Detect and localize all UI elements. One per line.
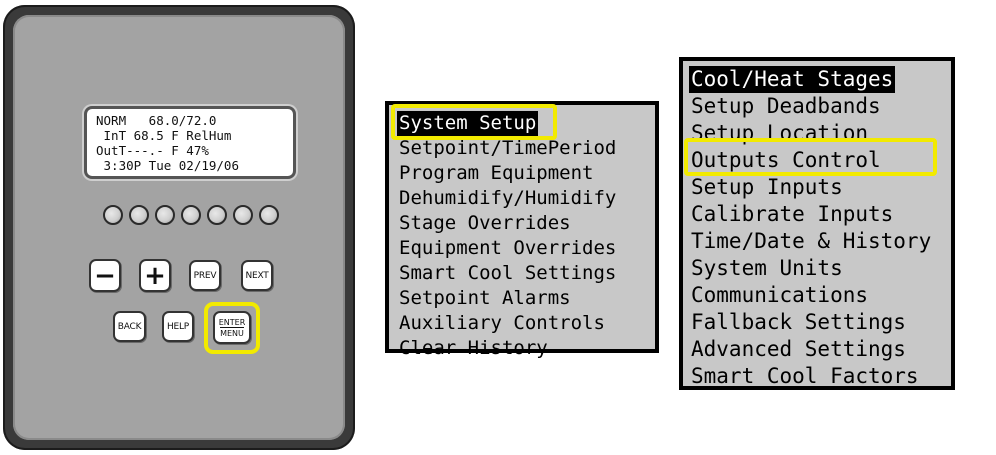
status-led <box>207 205 227 225</box>
status-led <box>233 205 253 225</box>
main-menu-item[interactable]: Program Equipment <box>399 162 594 184</box>
submenu-item[interactable]: Fallback Settings <box>691 310 906 334</box>
status-led <box>129 205 149 225</box>
submenu-item[interactable]: Time/Date & History <box>691 229 932 253</box>
submenu-item[interactable]: Calibrate Inputs <box>691 202 894 226</box>
lcd-line-mode: NORM 68.0/72.0 <box>96 113 217 128</box>
back-button[interactable]: BACK <box>113 311 146 342</box>
controller-faceplate: NORM 68.0/72.0 InT 68.5 F RelHum OutT---… <box>13 15 345 440</box>
help-button-label: HELP <box>166 321 190 332</box>
outputs-control-highlight <box>684 138 937 176</box>
submenu-item[interactable]: Advanced Settings <box>691 337 906 361</box>
main-menu-item[interactable]: Smart Cool Settings <box>399 262 617 284</box>
next-button[interactable]: NEXT <box>241 260 273 291</box>
status-led <box>181 205 201 225</box>
menu-row-title: System Setup <box>397 111 655 136</box>
lcd-line-outside-temp: OutT---.- F 47% <box>96 143 209 158</box>
enter-label: ENTER <box>218 317 246 327</box>
help-button[interactable]: HELP <box>162 311 194 342</box>
menu-label: MENU <box>220 326 244 338</box>
system-setup-menu-screen: Cool/Heat Stages Setup Deadbands Setup L… <box>679 57 955 390</box>
submenu-item[interactable]: Outputs Control <box>691 148 881 172</box>
main-menu-item[interactable]: Equipment Overrides <box>399 237 617 259</box>
main-menu-item[interactable]: Dehumidify/Humidify <box>399 187 617 209</box>
status-led-row <box>103 205 279 227</box>
main-menu-screen: System Setup Setpoint/TimePeriod Program… <box>385 101 659 359</box>
submenu-item[interactable]: Smart Cool Factors <box>691 364 919 388</box>
next-button-label: NEXT <box>245 270 269 281</box>
submenu-item[interactable]: Communications <box>691 283 869 307</box>
main-menu-item[interactable]: Setpoint/TimePeriod <box>399 137 617 159</box>
submenu-item[interactable]: Setup Inputs <box>691 175 843 199</box>
plus-button[interactable]: + <box>139 259 171 292</box>
main-menu-item[interactable]: Clear History <box>399 337 548 359</box>
back-button-label: BACK <box>117 321 142 332</box>
submenu-selected-item[interactable]: Cool/Heat Stages <box>689 66 896 93</box>
main-menu-item[interactable]: Setpoint Alarms <box>399 287 571 309</box>
submenu-item[interactable]: Setup Deadbands <box>691 94 881 118</box>
minus-button[interactable]: − <box>89 259 121 292</box>
submenu-row-title: Cool/Heat Stages <box>689 66 951 93</box>
main-menu-item[interactable]: Stage Overrides <box>399 212 571 234</box>
status-led <box>259 205 279 225</box>
enter-button-highlight <box>204 302 260 354</box>
status-led <box>155 205 175 225</box>
main-menu-selected-item[interactable]: System Setup <box>397 111 539 136</box>
minus-icon: − <box>94 260 116 291</box>
prev-button[interactable]: PREV <box>189 260 221 291</box>
lcd-display: NORM 68.0/72.0 InT 68.5 F RelHum OutT---… <box>84 106 296 179</box>
prev-button-label: PREV <box>193 270 217 281</box>
plus-icon: + <box>144 260 166 291</box>
lcd-line-datetime: 3:30P Tue 02/19/06 <box>96 158 239 173</box>
submenu-item[interactable]: System Units <box>691 256 843 280</box>
status-led <box>103 205 123 225</box>
enter-menu-button[interactable]: ENTER MENU <box>213 311 251 344</box>
main-menu-item[interactable]: Auxiliary Controls <box>399 312 605 334</box>
lcd-line-inside-temp: InT 68.5 F RelHum <box>96 128 232 143</box>
controller-device: NORM 68.0/72.0 InT 68.5 F RelHum OutT---… <box>3 5 355 450</box>
system-setup-highlight <box>391 104 557 140</box>
